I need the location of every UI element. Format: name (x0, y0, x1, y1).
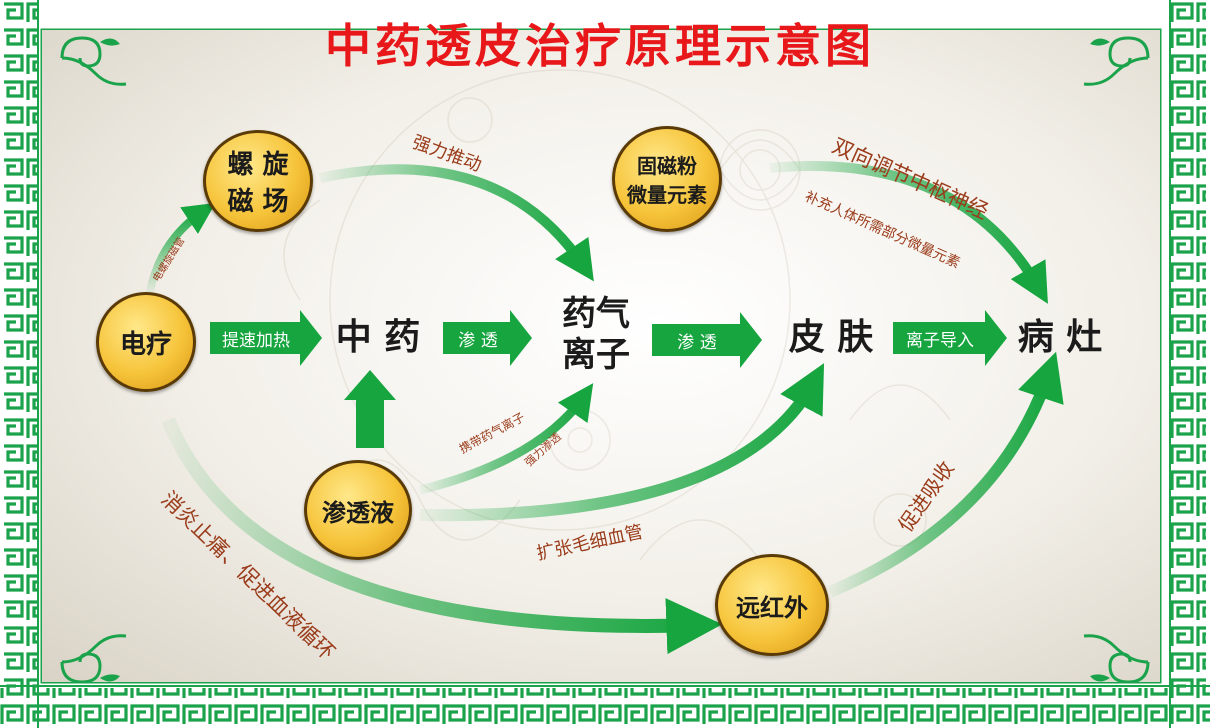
badge-spiral-field-line2: 磁 场 (227, 187, 289, 217)
arrow-label-penetrate-1: 渗 透 (458, 330, 498, 351)
node-herbal-ions-line2: 离子 (562, 334, 630, 375)
badge-far-infrared-label: 远红外 (736, 592, 808, 622)
badge-electrotherapy: 电疗 (96, 292, 196, 392)
curve-powder-to-lesion (769, 160, 1048, 304)
arrow-label-penetrate-2: 渗 透 (677, 332, 717, 353)
curve-penetrant-to-skin (419, 363, 825, 522)
curve-infrared-to-lesion (827, 351, 1064, 598)
badge-spiral-field-line1: 螺 旋 (227, 150, 289, 180)
node-herbal-ions-line1: 药气 (562, 294, 630, 334)
node-lesion: 病 灶 (1017, 316, 1103, 358)
badge-penetrant-label: 渗透液 (322, 497, 394, 527)
badge-far-infrared: 远红外 (715, 554, 829, 656)
badge-magnetic-powder: 固磁粉 微量元素 (612, 126, 722, 232)
badge-spiral-field: 螺 旋 磁 场 (203, 130, 313, 232)
node-herbal-ions: 药气 离子 (548, 294, 644, 376)
curve-penetrant-to-ions (418, 383, 594, 495)
node-skin: 皮 肤 (788, 316, 874, 358)
badge-penetrant: 渗透液 (304, 460, 412, 560)
arrow-speed-heating (210, 310, 322, 366)
badge-magnetic-powder-line2: 微量元素 (627, 183, 707, 207)
arrow-penetrate-1 (443, 310, 532, 366)
page-title: 中药透皮治疗原理示意图 (325, 19, 875, 73)
badge-electrotherapy-label: 电疗 (119, 329, 172, 360)
arrow-penetrant-up (344, 370, 396, 448)
curve-electro-to-infrared (161, 417, 723, 655)
arrow-label-speed-heating: 提速加热 (222, 330, 290, 351)
node-herbal-medicine: 中 药 (335, 316, 421, 358)
curve-spiral-to-ions (318, 164, 594, 282)
arrow-ion-import (893, 310, 1007, 366)
arrow-penetrate-2 (652, 312, 762, 368)
curve-electro-to-spiral (146, 202, 216, 293)
badge-magnetic-powder-line1: 固磁粉 (637, 154, 697, 178)
arrow-label-ion-import: 离子导入 (906, 330, 974, 351)
